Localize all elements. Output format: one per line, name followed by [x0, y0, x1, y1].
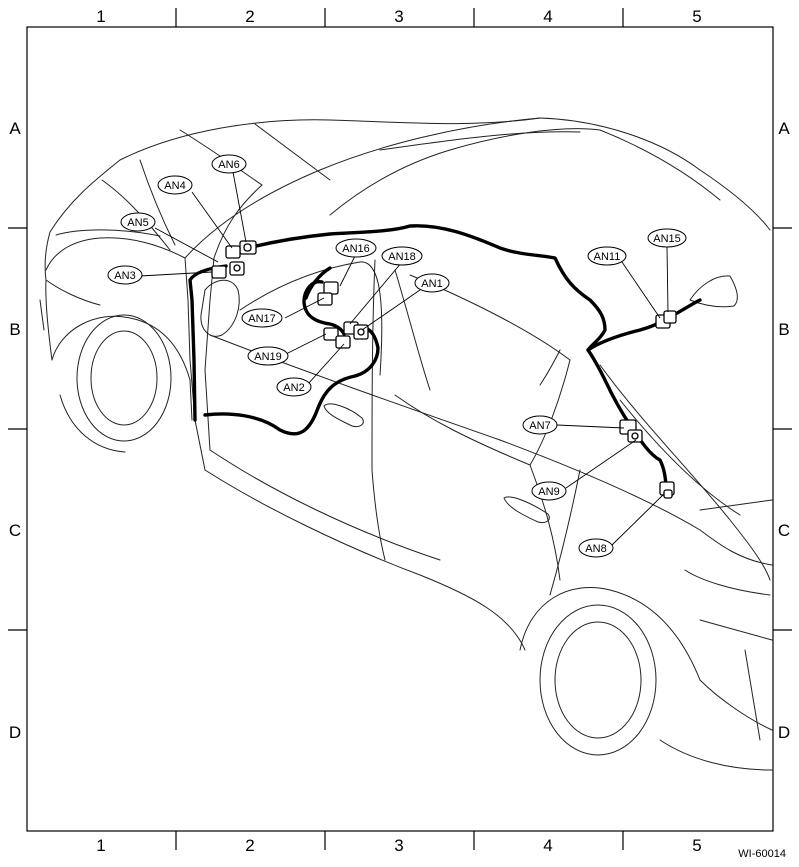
- grid-row-left-A: A: [9, 119, 21, 138]
- grid-column-top-2: 2: [245, 7, 254, 26]
- connector-an15: [655, 310, 677, 329]
- callout-an8: AN8: [578, 538, 614, 558]
- callout-label-an5: AN5: [127, 217, 148, 229]
- grid-row-left-B: B: [9, 320, 20, 339]
- callout-an6: AN6: [211, 154, 247, 174]
- callout-an18: AN18: [381, 246, 423, 266]
- callout-label-an2: AN2: [283, 382, 304, 394]
- callout-an3: AN3: [107, 265, 143, 285]
- leader-lines: [139, 171, 669, 546]
- grid-row-right-C: C: [778, 521, 790, 540]
- grid-row-left-D: D: [9, 723, 21, 742]
- connector-an16: [317, 281, 339, 306]
- callout-label-an4: AN4: [164, 180, 185, 192]
- callout-an16: AN16: [335, 238, 377, 258]
- grid-column-bottom-4: 4: [543, 836, 552, 855]
- callout-label-an17: AN17: [248, 313, 276, 325]
- grid-column-top-5: 5: [692, 7, 701, 26]
- connector-an6: [239, 240, 257, 255]
- grid-column-top-1: 1: [96, 7, 105, 26]
- grid-column-bottom-2: 2: [245, 836, 254, 855]
- connector-an19: [323, 327, 351, 349]
- grid-column-bottom-1: 1: [96, 836, 105, 855]
- callout-an11: AN11: [587, 246, 627, 266]
- callout-an2: AN2: [276, 377, 312, 397]
- grid-ticks: [8, 8, 792, 850]
- callout-label-an19: AN19: [254, 351, 282, 363]
- callout-an9: AN9: [531, 481, 567, 501]
- grid-row-right-A: A: [778, 119, 790, 138]
- callout-label-an11: AN11: [594, 251, 621, 263]
- connectors: [211, 240, 677, 499]
- callout-an5: AN5: [120, 212, 156, 232]
- callout-label-an9: AN9: [538, 486, 559, 498]
- callouts: AN6 AN4 AN5 AN3 AN16 AN18 AN1 AN17 AN19 …: [107, 154, 687, 558]
- callout-label-an8: AN8: [585, 543, 606, 555]
- car-outline: [39, 117, 773, 771]
- grid-column-bottom-3: 3: [394, 836, 403, 855]
- grid-row-right-D: D: [778, 723, 790, 742]
- callout-label-an6: AN6: [218, 159, 239, 171]
- grid-row-right-B: B: [778, 320, 789, 339]
- callout-an17: AN17: [241, 308, 283, 328]
- callout-an7: AN7: [522, 415, 558, 435]
- grid-column-top-3: 3: [394, 7, 403, 26]
- connector-an3: [211, 261, 245, 279]
- grid-column-top-4: 4: [543, 7, 552, 26]
- callout-an4: AN4: [157, 175, 193, 195]
- connector-an7: [619, 419, 643, 443]
- callout-label-an3: AN3: [114, 270, 135, 282]
- callout-label-an1: AN1: [421, 278, 442, 290]
- callout-an1: AN1: [414, 273, 450, 293]
- callout-an15: AN15: [647, 228, 687, 248]
- callout-an19: AN19: [247, 346, 289, 366]
- connector-an4: [225, 245, 241, 259]
- figure-code: WI-60014: [738, 848, 786, 860]
- callout-label-an16: AN16: [342, 243, 370, 255]
- grid-column-bottom-5: 5: [692, 836, 701, 855]
- callout-label-an7: AN7: [529, 420, 550, 432]
- grid-row-left-C: C: [9, 521, 21, 540]
- callout-label-an15: AN15: [653, 233, 681, 245]
- callout-label-an18: AN18: [388, 251, 416, 263]
